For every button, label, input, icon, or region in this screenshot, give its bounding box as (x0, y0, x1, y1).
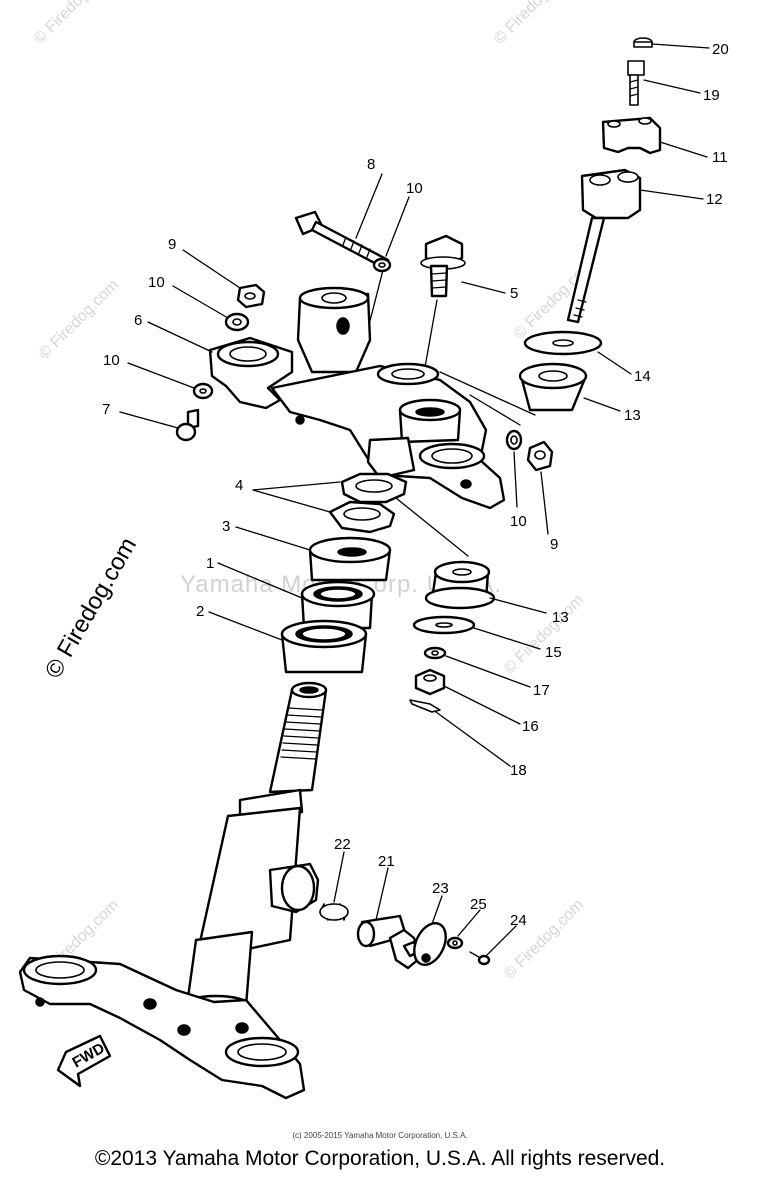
part-13-damper-lower (424, 560, 496, 610)
callout-4: 4 (235, 477, 243, 494)
part-25-washer (446, 936, 464, 950)
part-14-washer (523, 330, 603, 356)
callout-23: 23 (432, 880, 449, 897)
watermark-lower-right: © Firedog.com (501, 896, 587, 982)
callout-2: 2 (196, 603, 204, 620)
callout-3: 3 (222, 518, 230, 535)
callout-1: 1 (206, 555, 214, 572)
callout-11: 11 (712, 149, 728, 166)
callout-6: 6 (134, 312, 142, 329)
part-10-washer-top (372, 257, 392, 273)
part-20-screw (633, 37, 653, 48)
part-22-spring (319, 903, 349, 921)
callout-18: 18 (510, 762, 527, 779)
part-11-upper-holder (601, 116, 662, 155)
part-16-nut (414, 668, 446, 696)
part-under-bracket (18, 954, 306, 1100)
part-21-lock-cylinder (356, 914, 422, 970)
callout-19: 19 (703, 87, 720, 104)
callout-24: 24 (510, 912, 527, 929)
part-24-screw (469, 951, 491, 966)
part-8-long-bolt (294, 210, 390, 270)
part-10-washer-right (505, 429, 523, 451)
small-credit-text: (c) 2005-2015 Yamaha Motor Corporation, … (292, 1131, 468, 1140)
part-4-ring-nut-lower (328, 500, 396, 534)
watermark-top-mid: © Firedog.com (491, 0, 577, 48)
callout-20: 20 (712, 41, 729, 58)
callout-17: 17 (533, 682, 550, 699)
callout-14: 14 (634, 368, 651, 385)
watermark-top-left: © Firedog.com (31, 0, 117, 48)
part-19-bolt (627, 60, 645, 106)
callout-25: 25 (470, 896, 487, 913)
part-4-ring-nut-upper (340, 472, 408, 504)
callout-15: 15 (545, 644, 562, 661)
part-13-damper-upper (518, 362, 588, 412)
callout-22: 22 (334, 836, 351, 853)
callout-10-right: 10 (510, 513, 527, 530)
part-1-bearing (300, 580, 376, 630)
callout-13-lower: 13 (552, 609, 569, 626)
callout-7: 7 (102, 401, 110, 418)
callout-leaders (119, 43, 710, 957)
callout-9-left: 9 (168, 236, 176, 253)
part-23-plate (413, 922, 447, 966)
callout-16: 16 (522, 718, 539, 735)
callout-numbers: 20 19 11 12 14 13 8 10 5 9 10 6 10 7 10 … (102, 41, 729, 929)
part-5-flange-bolt (420, 234, 466, 298)
part-7-bolt (175, 408, 200, 442)
watermark-group: © Firedog.com © Firedog.com © Firedog.co… (31, 0, 597, 983)
part-10-washer-left-lower (192, 382, 214, 400)
part-2-race (280, 619, 368, 674)
part-9-nut-left (236, 283, 266, 309)
part-6-upper-bracket (208, 286, 506, 510)
part-17-lock-washer (423, 646, 447, 660)
part-10-washer-left-upper (224, 312, 250, 332)
callout-10-left-upper: 10 (148, 274, 165, 291)
callout-5: 5 (510, 285, 518, 302)
steering-stem (180, 681, 328, 1018)
watermark-side-text: © Firedog.com (40, 533, 142, 683)
callout-13-upper: 13 (624, 407, 641, 424)
part-15-washer (412, 615, 476, 635)
watermark-upper-left: © Firedog.com (36, 276, 122, 362)
callout-10-top: 10 (406, 180, 423, 197)
callout-9-right: 9 (550, 536, 558, 553)
fwd-arrow: FWD (56, 1034, 112, 1088)
part-12-lower-holder (566, 168, 642, 324)
part-18-cotter-pin (409, 699, 441, 713)
callout-8: 8 (367, 156, 375, 173)
callout-21: 21 (378, 853, 395, 870)
callout-12: 12 (706, 191, 723, 208)
part-3-cover (308, 536, 392, 582)
callout-10-left-lower: 10 (103, 352, 120, 369)
part-9-nut-right (526, 440, 554, 472)
copyright-text: ©2013 Yamaha Motor Corporation, U.S.A. A… (94, 1147, 666, 1170)
